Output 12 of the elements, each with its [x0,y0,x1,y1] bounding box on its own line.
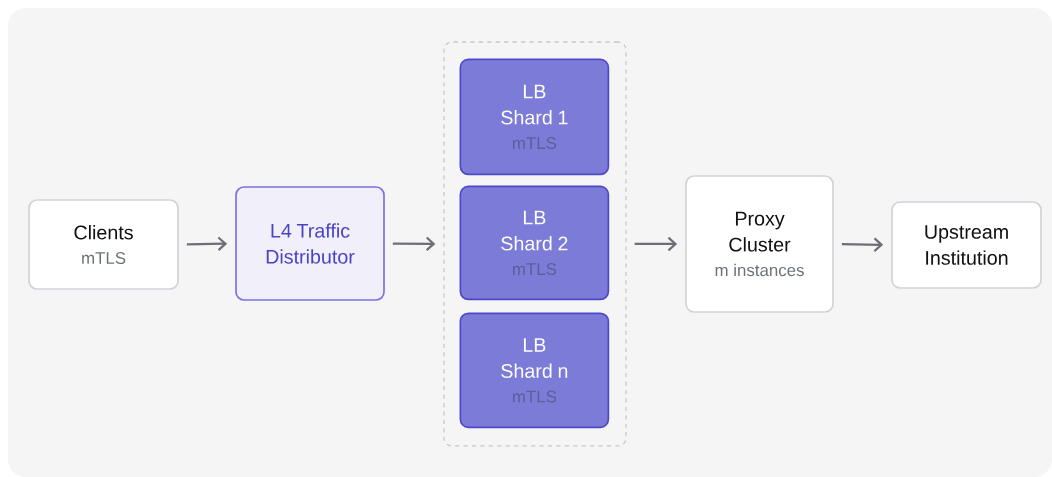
shard-box: LB Shard n mTLS [459,312,610,429]
arrow [634,236,678,252]
shard-box: LB Shard 2 mTLS [459,185,610,301]
service-box: Proxy Cluster m instances [685,175,834,313]
arrow [186,236,228,251]
arrow [392,236,436,252]
group-frame [443,41,627,447]
service-box: Upstream Institution [891,201,1042,289]
shard-box: LB Shard 1 mTLS [459,58,610,176]
arrow [841,237,884,252]
service-box: Clients mTLS [28,199,179,290]
service-box: L4 Traffic Distributor [235,186,385,301]
